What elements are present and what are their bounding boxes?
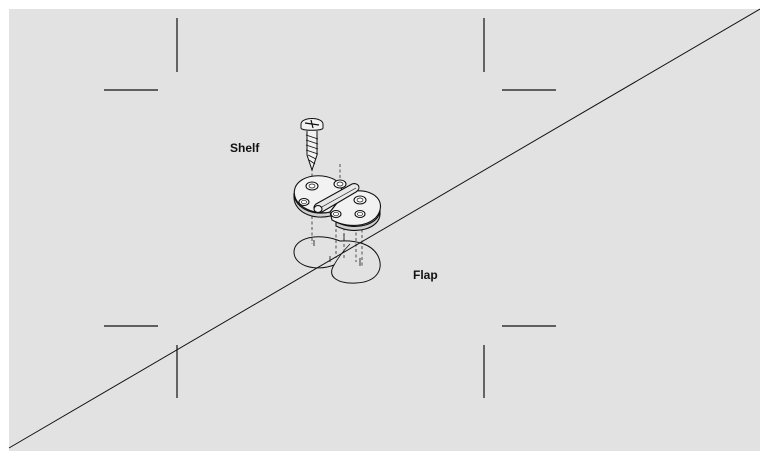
joint-line — [8, 8, 760, 449]
crop-marks — [104, 18, 556, 398]
screw-icon — [300, 118, 324, 172]
hinge-footprint — [293, 236, 381, 284]
hinge-footprint-seam — [333, 243, 351, 266]
shelf-label: Shelf — [230, 141, 260, 155]
flap-label: Flap — [413, 268, 438, 282]
hinge-icon — [293, 175, 381, 231]
